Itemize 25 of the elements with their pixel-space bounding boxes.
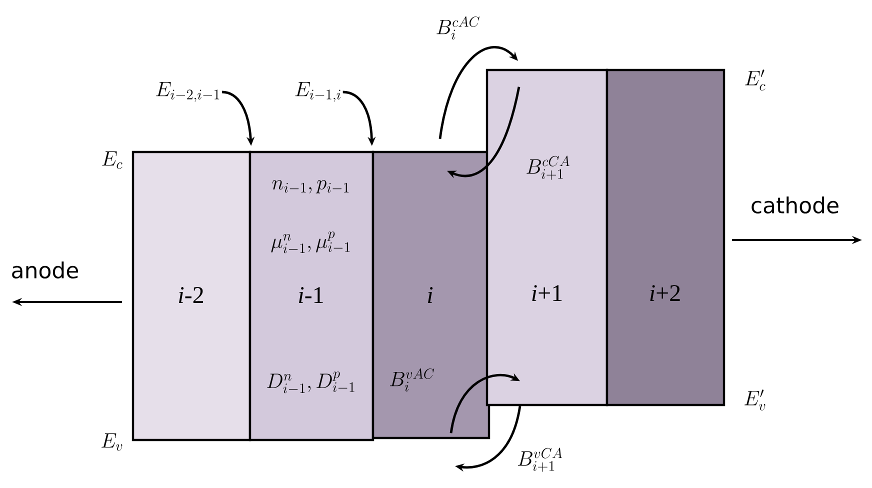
edge-label: $B_{i+1}^{vCA}$ [518, 448, 562, 472]
cell-formula: $n_{i-1},p_{i-1}$ [272, 180, 349, 194]
edge-label: $B_{i}^{cAC}$ [436, 16, 480, 40]
layer-cell [606, 68, 726, 406]
edge-label: $B_{i+1}^{cCA}$ [526, 156, 570, 180]
electrode-label: cathode [752, 196, 838, 214]
layer-cell [248, 150, 374, 442]
level-label: $E'_{v}$ [744, 390, 766, 410]
cell-label: i-2 [179, 287, 204, 303]
electrode-label: anode [12, 262, 78, 279]
cell-formula: $\mu^{n}_{i-1},\mu^{p}_{i-1}$ [271, 232, 350, 254]
cell-formula: $D^{n}_{i-1},D^{p}_{i-1}$ [267, 372, 354, 394]
cell-label: i-1 [299, 287, 323, 303]
layer-cell [132, 150, 252, 442]
level-label: $E_{c}$ [102, 151, 122, 169]
cell-label: i+1 [532, 285, 562, 301]
energy-label: $E_{i-1,i}$ [295, 82, 340, 102]
level-label: $E'_{c}$ [745, 70, 766, 90]
energy-label: $E_{i-2,i-1}$ [156, 82, 220, 102]
level-label: $E_{v}$ [102, 433, 122, 451]
edge-label: $B_{i}^{vAC}$ [390, 368, 434, 392]
layer-cell [372, 150, 490, 440]
cell-label: i+2 [650, 285, 680, 301]
layer-cell [486, 68, 608, 406]
cell-label: i [428, 287, 433, 303]
